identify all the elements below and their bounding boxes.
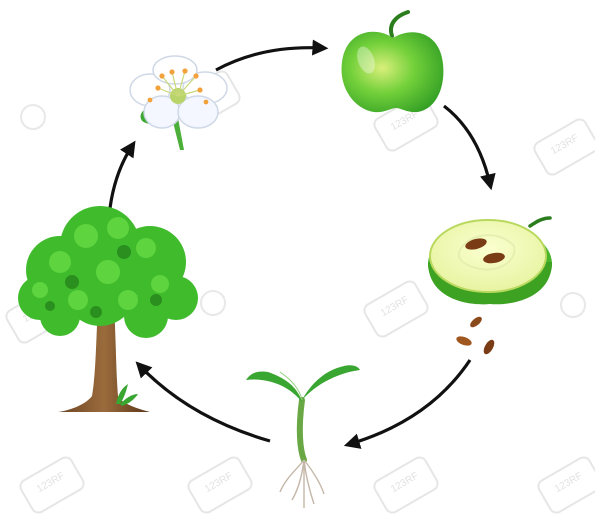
seedling-icon xyxy=(246,365,360,508)
arrow-seeds-to-seedling xyxy=(350,360,470,444)
flower-icon xyxy=(130,56,227,150)
arrow-apple-to-cut xyxy=(444,106,490,184)
arrow-flower-to-apple xyxy=(216,48,322,70)
arrow-tree-to-flower xyxy=(110,146,132,208)
apple-half-icon xyxy=(428,218,552,304)
apple-icon xyxy=(342,12,444,112)
seeds-icon xyxy=(455,315,496,356)
tree-icon xyxy=(18,206,198,412)
